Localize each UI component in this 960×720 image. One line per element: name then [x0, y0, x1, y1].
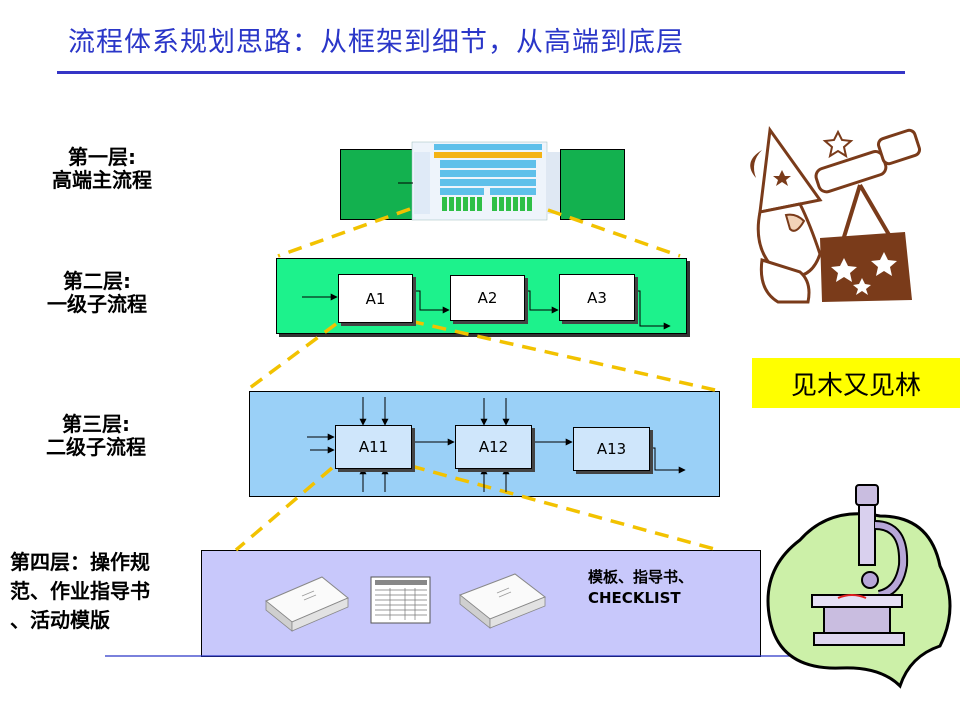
- layer4-note-line2: CHECKLIST: [588, 589, 681, 607]
- layer2-label-line2: 一级子流程: [47, 292, 147, 316]
- layer1-label: 第一层: 高端主流程: [32, 146, 172, 192]
- layer2-label-line1: 第二层:: [63, 269, 131, 293]
- process-label-a3: A3: [587, 288, 607, 307]
- process-label-a12: A12: [478, 438, 509, 456]
- process-box-a13: A13: [573, 427, 650, 471]
- process-label-a13: A13: [596, 440, 627, 458]
- layer4-note-line1: 模板、指导书、: [588, 568, 694, 586]
- layer3-label-line2: 二级子流程: [46, 435, 146, 459]
- layer1-label-line1: 第一层:: [68, 145, 136, 169]
- layer4-note: 模板、指导书、 CHECKLIST: [588, 567, 693, 609]
- process-box-a12: A12: [455, 425, 532, 469]
- layer1-box-right: [560, 149, 625, 220]
- layer4-label-line2: 范、作业指导书: [10, 579, 150, 603]
- document-stack-icon-2: [459, 573, 547, 629]
- layer2-label: 第二层: 一级子流程: [27, 270, 167, 316]
- wizard-with-telescope-icon: [750, 125, 922, 304]
- framework-thumbnail: [398, 141, 560, 221]
- process-label-a2: A2: [477, 289, 498, 307]
- page-title: 流程体系规划思路：从框架到细节，从高端到底层: [68, 27, 684, 58]
- process-box-a11: A11: [335, 425, 412, 469]
- process-box-a1: A1: [338, 274, 413, 323]
- process-label-a1: A1: [365, 289, 386, 308]
- document-stack-icon-1: [265, 576, 349, 632]
- callout-see-trees-and-forest: 见木又见林: [752, 358, 960, 408]
- zoom-connectors: [234, 207, 719, 552]
- layer1-label-line2: 高端主流程: [52, 168, 152, 192]
- layer4-label-line3: 、活动模版: [10, 608, 110, 632]
- form-sheet-icon: [370, 576, 431, 624]
- microscope-icon: [766, 484, 952, 689]
- process-label-a11: A11: [358, 438, 389, 456]
- layer3-label: 第三层: 二级子流程: [26, 413, 166, 459]
- process-box-a3: A3: [559, 274, 635, 321]
- layer4-label-line1: 第四层：操作规: [10, 550, 150, 574]
- layer3-label-line1: 第三层:: [62, 412, 130, 436]
- process-box-a2: A2: [450, 275, 525, 321]
- title-divider: [57, 71, 905, 74]
- layer4-label: 第四层：操作规 范、作业指导书 、活动模版: [10, 548, 200, 635]
